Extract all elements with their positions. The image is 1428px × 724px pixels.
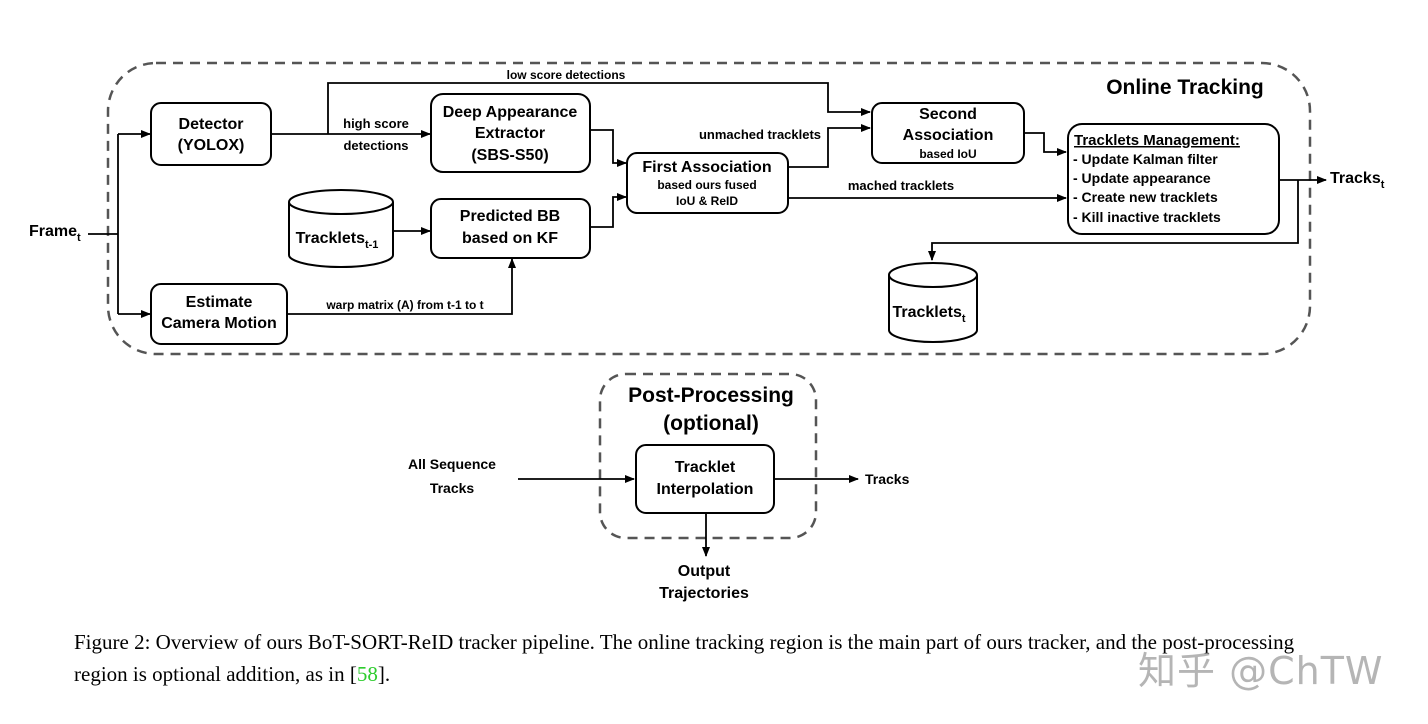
caption-text: Figure 2: Overview of ours BoT-SORT-ReID… [74, 630, 1295, 686]
appearance-label-1: Deep Appearance [443, 104, 578, 121]
management-title: Tracklets Management: [1074, 132, 1240, 149]
tracklets-prev-cylinder [288, 189, 394, 268]
citation-link[interactable]: 58 [356, 662, 378, 686]
unmatched-label: unmached tracklets [699, 127, 821, 142]
interpolation-label-1: Tracklet [675, 459, 736, 476]
post-processing-region [598, 372, 818, 540]
tracklets-cur-cylinder [888, 262, 978, 343]
predicted-label-2: based on KF [462, 230, 558, 247]
camera-motion-label-2: Camera Motion [161, 315, 277, 332]
detector-label: Detector [179, 116, 244, 133]
tracklet-interpolation-box [635, 444, 775, 514]
high-score-label-1: high score [343, 116, 409, 131]
output-label-2: Trajectories [659, 585, 749, 602]
caption-end: ]. [377, 662, 391, 686]
all-sequence-label-1: All Sequence [408, 456, 496, 472]
all-sequence-label-2: Tracks [430, 480, 475, 496]
high-score-label-2: detections [343, 138, 408, 153]
low-score-label: low score detections [507, 68, 626, 82]
second-association-sub: based IoU [919, 147, 976, 161]
appearance-extractor-box [430, 93, 591, 173]
tracklets-cur-label: Trackletst [892, 304, 965, 325]
second-association-title-1: Second [919, 106, 977, 123]
post-processing-title: Post-Processing [628, 384, 794, 407]
camera-motion-label-1: Estimate [186, 294, 253, 311]
figure-caption: Figure 2: Overview of ours BoT-SORT-ReID… [74, 630, 1295, 686]
detector-box [150, 102, 272, 166]
detector-model: (YOLOX) [178, 137, 245, 154]
tracklets-management-box [1067, 123, 1280, 235]
management-item: - Kill inactive tracklets [1073, 209, 1221, 225]
first-association-box [626, 152, 789, 214]
tracks-output-label: Trackst [1330, 170, 1385, 191]
first-association-sub-2: IoU & ReID [676, 194, 738, 208]
management-item: - Update Kalman filter [1073, 151, 1218, 167]
appearance-label-3: (SBS-S50) [471, 147, 548, 164]
output-label-1: Output [678, 563, 731, 580]
first-association-title: First Association [642, 159, 771, 176]
frame-input-label: Framet [29, 223, 81, 244]
management-item: - Update appearance [1073, 170, 1211, 186]
post-processing-optional: (optional) [663, 412, 759, 435]
camera-motion-box [150, 283, 288, 345]
first-association-sub-1: based ours fused [657, 178, 756, 192]
predicted-bb-box [430, 198, 591, 259]
predicted-label-1: Predicted BB [460, 208, 560, 225]
online-tracking-region [106, 61, 1312, 356]
management-item: - Create new tracklets [1073, 189, 1218, 205]
pipeline-diagram: Online Tracking Post-Processing (optiona… [29, 61, 1385, 602]
matched-label: mached tracklets [848, 178, 954, 193]
second-association-title-2: Association [903, 127, 994, 144]
tracklets-prev-label: Trackletst-1 [296, 230, 379, 251]
second-association-box [871, 102, 1025, 164]
online-tracking-title: Online Tracking [1106, 76, 1264, 99]
appearance-label-2: Extractor [475, 125, 545, 142]
interpolation-label-2: Interpolation [657, 481, 754, 498]
warp-label: warp matrix (A) from t-1 to t [325, 298, 483, 312]
watermark: 知乎 @ChTW [1138, 649, 1384, 693]
post-tracks-label: Tracks [865, 471, 910, 487]
